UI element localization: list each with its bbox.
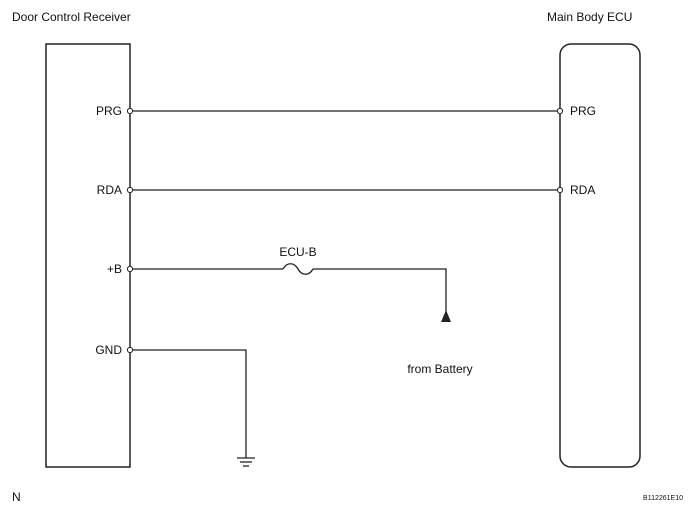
- footer-left-mark: N: [12, 490, 21, 504]
- door-control-receiver-title: Door Control Receiver: [12, 10, 131, 24]
- gnd-wire: [130, 349, 247, 458]
- left-pin-prg: [126, 107, 134, 115]
- left-pin-b: [126, 265, 134, 273]
- left-pin-gnd: [126, 346, 134, 354]
- ground-icon: [237, 457, 255, 467]
- main-body-ecu-title: Main Body ECU: [547, 10, 632, 24]
- right-pin-rda-label: RDA: [570, 183, 595, 197]
- from-battery-label: from Battery: [407, 362, 472, 376]
- left-pin-rda: [126, 186, 134, 194]
- left-pin-rda-label: RDA: [97, 183, 122, 197]
- left-pin-b-label: +B: [107, 262, 122, 276]
- right-pin-rda: [556, 186, 564, 194]
- b-wire-right: [313, 268, 447, 322]
- fuse-symbol: [282, 263, 314, 275]
- battery-arrow-icon: [441, 310, 451, 322]
- right-pin-prg: [556, 107, 564, 115]
- main-body-ecu-box: [559, 43, 641, 468]
- right-pin-prg-label: PRG: [570, 104, 596, 118]
- left-pin-gnd-label: GND: [95, 343, 122, 357]
- footer-figure-code: B112261E10: [643, 495, 683, 502]
- left-pin-prg-label: PRG: [96, 104, 122, 118]
- door-control-receiver-box: [45, 43, 131, 468]
- fuse-label: ECU-B: [279, 245, 316, 259]
